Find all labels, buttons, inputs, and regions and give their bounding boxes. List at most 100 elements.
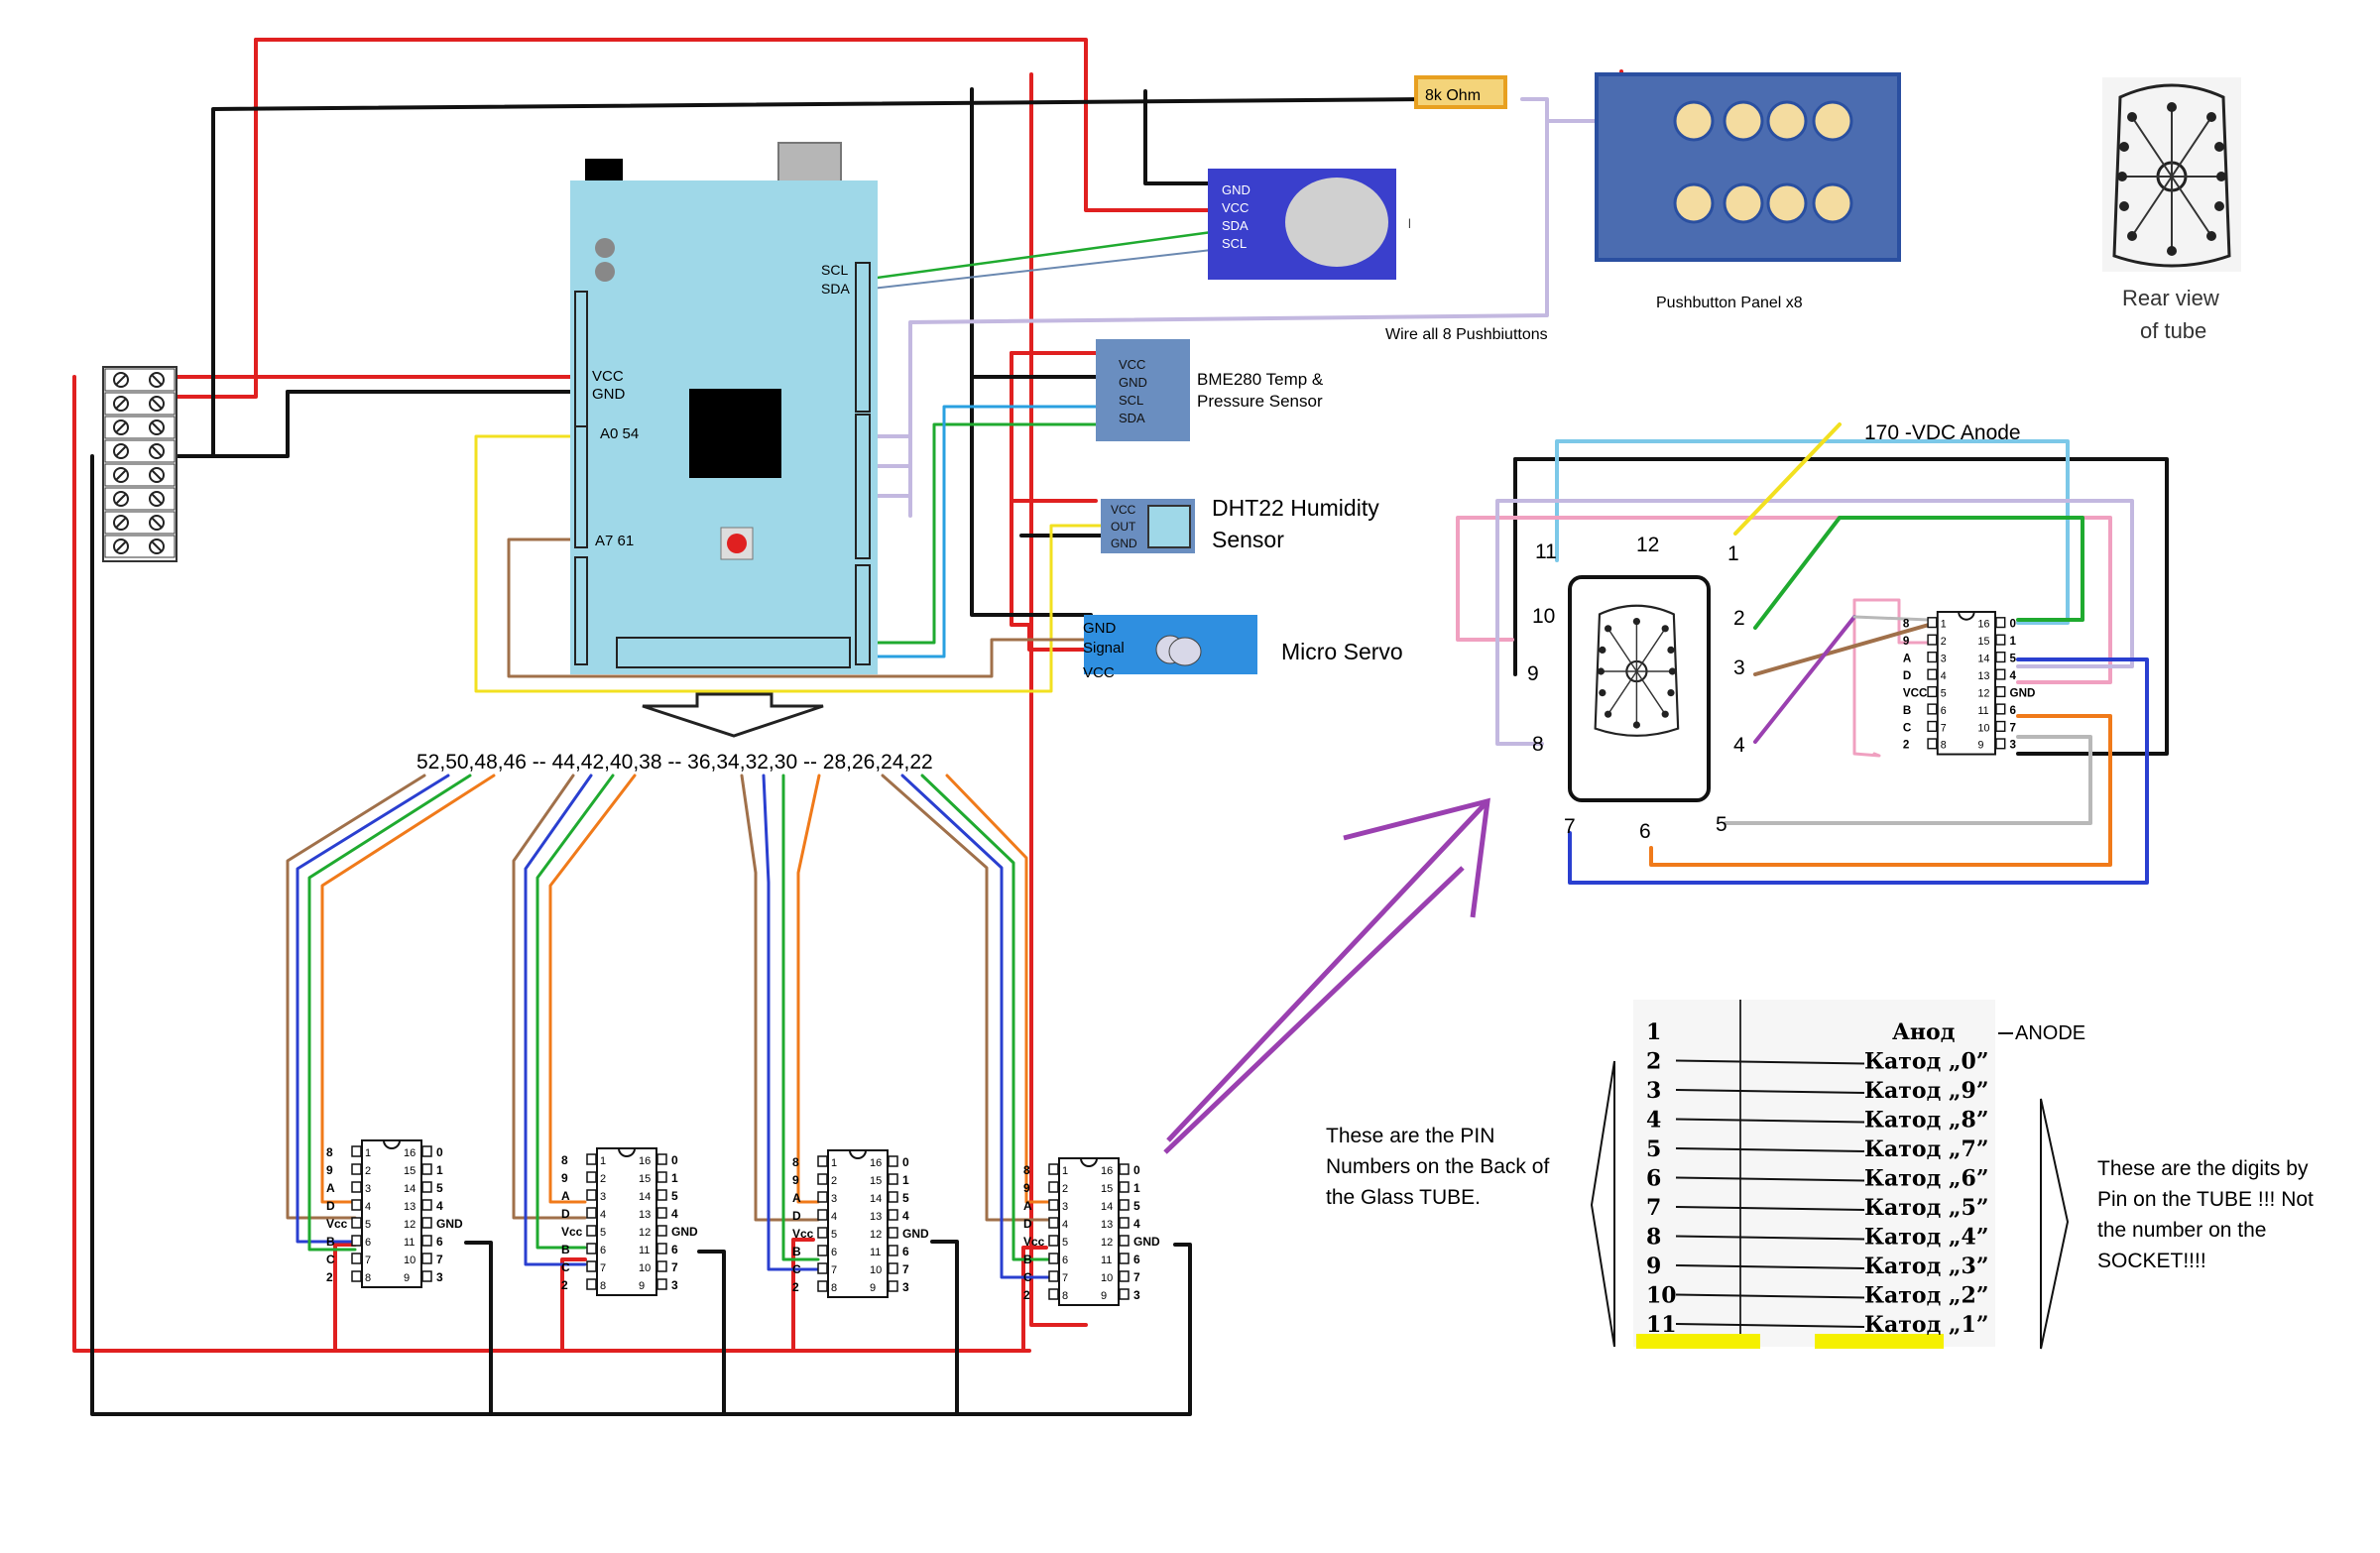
ic-pin-number: 4 bbox=[365, 1201, 371, 1213]
ic-right-label: 7 bbox=[671, 1260, 678, 1274]
note-right-line: SOCKET!!!! bbox=[2097, 1250, 2206, 1272]
ic-right-label: 1 bbox=[1133, 1181, 1140, 1195]
pushbutton[interactable] bbox=[1812, 182, 1853, 224]
ic-pin-number: 5 bbox=[365, 1219, 371, 1231]
ic-pin-number: 12 bbox=[1978, 687, 1990, 699]
ic-left-label: 2 bbox=[326, 1270, 333, 1284]
ic-pin-number: 9 bbox=[639, 1280, 645, 1292]
ic-left-label: B bbox=[326, 1235, 335, 1249]
ic-left-label: C bbox=[326, 1253, 335, 1266]
ic-left-label: 2 bbox=[1903, 739, 1909, 752]
ic-right-label: 5 bbox=[902, 1191, 909, 1205]
table-row-number: 8 bbox=[1646, 1225, 1661, 1251]
ic-pin-number: 6 bbox=[600, 1245, 606, 1256]
ic-pin-number: 12 bbox=[1101, 1237, 1113, 1249]
ic-left-label: D bbox=[1903, 669, 1911, 682]
header-left-bot bbox=[574, 556, 588, 665]
ic-right-label: 7 bbox=[1133, 1270, 1140, 1284]
table-row-text: Катод „4” bbox=[1864, 1225, 1989, 1251]
ic-body bbox=[827, 1149, 889, 1298]
table-leader-line bbox=[1675, 1059, 1865, 1065]
ic-left-label: 9 bbox=[792, 1173, 799, 1187]
ic-right-label: GND bbox=[671, 1225, 698, 1239]
pin-a0: A0 54 bbox=[600, 425, 639, 442]
pin-gnd: GND bbox=[592, 386, 626, 403]
ic-right-label: GND bbox=[436, 1217, 463, 1231]
ic-right-label: 1 bbox=[2010, 635, 2017, 648]
resistor-label: 8k Ohm bbox=[1425, 87, 1481, 104]
ic-pin-number: 13 bbox=[870, 1211, 882, 1223]
pushbutton[interactable] bbox=[1673, 100, 1715, 142]
table-leader-line bbox=[1675, 1147, 1865, 1152]
ic-pin-number: 5 bbox=[1062, 1237, 1068, 1249]
servo-pin: Signal bbox=[1083, 640, 1125, 657]
ic-right-label: 0 bbox=[902, 1155, 909, 1169]
ic-left-label: 9 bbox=[326, 1163, 333, 1177]
ic-pin-number: 7 bbox=[1062, 1272, 1068, 1284]
ic-right-label: 3 bbox=[671, 1278, 678, 1292]
socket-frame bbox=[1568, 575, 1711, 802]
table-row-number: 3 bbox=[1646, 1078, 1661, 1104]
ic-left-label: A bbox=[561, 1189, 570, 1203]
ic-pin-number: 8 bbox=[1941, 740, 1947, 752]
pushbutton[interactable] bbox=[1766, 100, 1808, 142]
pushbutton[interactable] bbox=[1723, 100, 1764, 142]
wire-red-power bbox=[72, 38, 1688, 1353]
ic-body bbox=[361, 1139, 422, 1288]
ic-right-label: 4 bbox=[902, 1209, 909, 1223]
note-right-line: Pin on the TUBE !!! Not bbox=[2097, 1188, 2314, 1211]
pushbutton[interactable] bbox=[1812, 100, 1853, 142]
table-row-number: 4 bbox=[1646, 1108, 1661, 1134]
ic-pin-number: 3 bbox=[831, 1193, 837, 1205]
header-left-top bbox=[574, 291, 588, 441]
ic-right-label: GND bbox=[1133, 1235, 1160, 1249]
wire-slate-scl bbox=[862, 249, 1213, 291]
mcu-chip bbox=[689, 389, 781, 478]
rtc-pin: GND bbox=[1222, 182, 1250, 197]
dht-label-1: DHT22 Humidity bbox=[1212, 495, 1379, 521]
wire-lavender-buttons bbox=[871, 97, 1688, 518]
table-leader-line bbox=[1675, 1206, 1865, 1211]
ic-pin-number: 4 bbox=[600, 1209, 606, 1221]
pushbutton[interactable] bbox=[1766, 182, 1808, 224]
ic-pin-number: 1 bbox=[1941, 619, 1947, 631]
ic-pin-number: 3 bbox=[365, 1183, 371, 1195]
ic-pin-number: 8 bbox=[1062, 1290, 1068, 1302]
ic-left-label: B bbox=[1903, 704, 1911, 717]
bme-pin: SCL bbox=[1119, 393, 1143, 408]
wire-yellow-a0 bbox=[474, 434, 1108, 693]
pushbutton[interactable] bbox=[1673, 182, 1715, 224]
ic-right-label: GND bbox=[902, 1227, 929, 1241]
ic-right-label: 1 bbox=[671, 1171, 678, 1185]
table-leader-line bbox=[1675, 1118, 1865, 1124]
reset-dot[interactable] bbox=[727, 534, 747, 553]
ic-pin-number: 16 bbox=[1101, 1165, 1113, 1177]
ic-left-label: Vcc bbox=[326, 1217, 348, 1231]
ic-left-label: B bbox=[792, 1245, 801, 1258]
rtc-pin: VCC bbox=[1222, 200, 1249, 215]
ic-body bbox=[1936, 611, 1996, 756]
ic-right-label: 5 bbox=[436, 1181, 443, 1195]
ic-pin-number: 11 bbox=[1978, 705, 1989, 717]
ic-left-label: B bbox=[561, 1243, 570, 1256]
ic-notch bbox=[1958, 611, 1975, 621]
ic-pin-number: 2 bbox=[831, 1175, 837, 1187]
note-right-line: the number on the bbox=[2097, 1219, 2266, 1242]
ic-pin-number: 15 bbox=[1101, 1183, 1113, 1195]
pushbutton-label: Pushbutton Panel x8 bbox=[1656, 295, 1803, 311]
servo-pin: VCC bbox=[1083, 664, 1115, 681]
ic-pin-number: 6 bbox=[365, 1237, 371, 1249]
pushbutton[interactable] bbox=[1723, 182, 1764, 224]
ic-pin-number: 9 bbox=[404, 1272, 410, 1284]
pushbutton-panel: Pushbutton Panel x8 Wire all 8 Pushbiutt… bbox=[1385, 72, 1901, 343]
header-right-bot bbox=[855, 564, 871, 665]
wire-blue-bme-scl bbox=[871, 405, 1101, 658]
ic-pin-number: 10 bbox=[404, 1254, 416, 1266]
ic-left-label: 8 bbox=[561, 1153, 568, 1167]
ic-right-label: 7 bbox=[902, 1262, 909, 1276]
dht-label-2: Sensor bbox=[1212, 527, 1284, 552]
resistor-8k: 8k Ohm bbox=[1414, 75, 1507, 109]
